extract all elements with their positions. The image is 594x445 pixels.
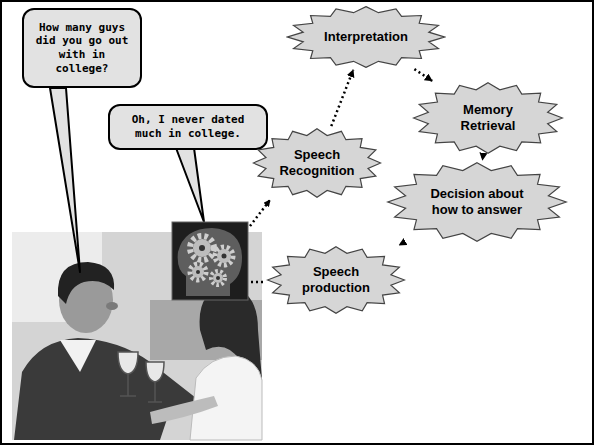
starburst-step: Interpretation	[286, 6, 446, 68]
leader-line	[251, 281, 266, 284]
leader-line	[250, 200, 270, 226]
dotted-arrow	[331, 70, 353, 126]
couple-photo	[12, 232, 262, 440]
step-label: Decision about how to answer	[422, 186, 532, 217]
bubble-tail	[176, 148, 204, 222]
starburst-shape	[267, 247, 404, 314]
step-label: Speech Recognition	[274, 147, 360, 178]
starburst-shape	[253, 129, 380, 198]
dotted-arrow	[481, 156, 484, 160]
starburst-shape	[288, 7, 445, 68]
starburst-step: Decision about how to answer	[386, 162, 568, 242]
brain-gears-icon	[172, 222, 248, 300]
starburst-step: Speech Recognition	[252, 128, 382, 198]
bubble-text: Oh, I never dated much in college.	[118, 113, 258, 141]
dotted-arrow	[399, 243, 403, 245]
speech-bubble: Oh, I never dated much in college.	[108, 104, 268, 150]
step-label: Speech production	[292, 264, 380, 295]
step-label: Memory Retrieval	[440, 102, 536, 133]
starburst-shape	[414, 83, 563, 154]
bubble-tail	[50, 88, 80, 272]
bubble-text: How many guys did you go out with in col…	[32, 21, 132, 76]
speech-bubble: How many guys did you go out with in col…	[22, 8, 142, 88]
starburst-shape	[388, 163, 566, 241]
starburst-step: Speech production	[266, 246, 406, 314]
step-label: Interpretation	[324, 29, 408, 45]
dotted-arrow	[414, 69, 432, 81]
starburst-step: Memory Retrieval	[412, 82, 564, 154]
